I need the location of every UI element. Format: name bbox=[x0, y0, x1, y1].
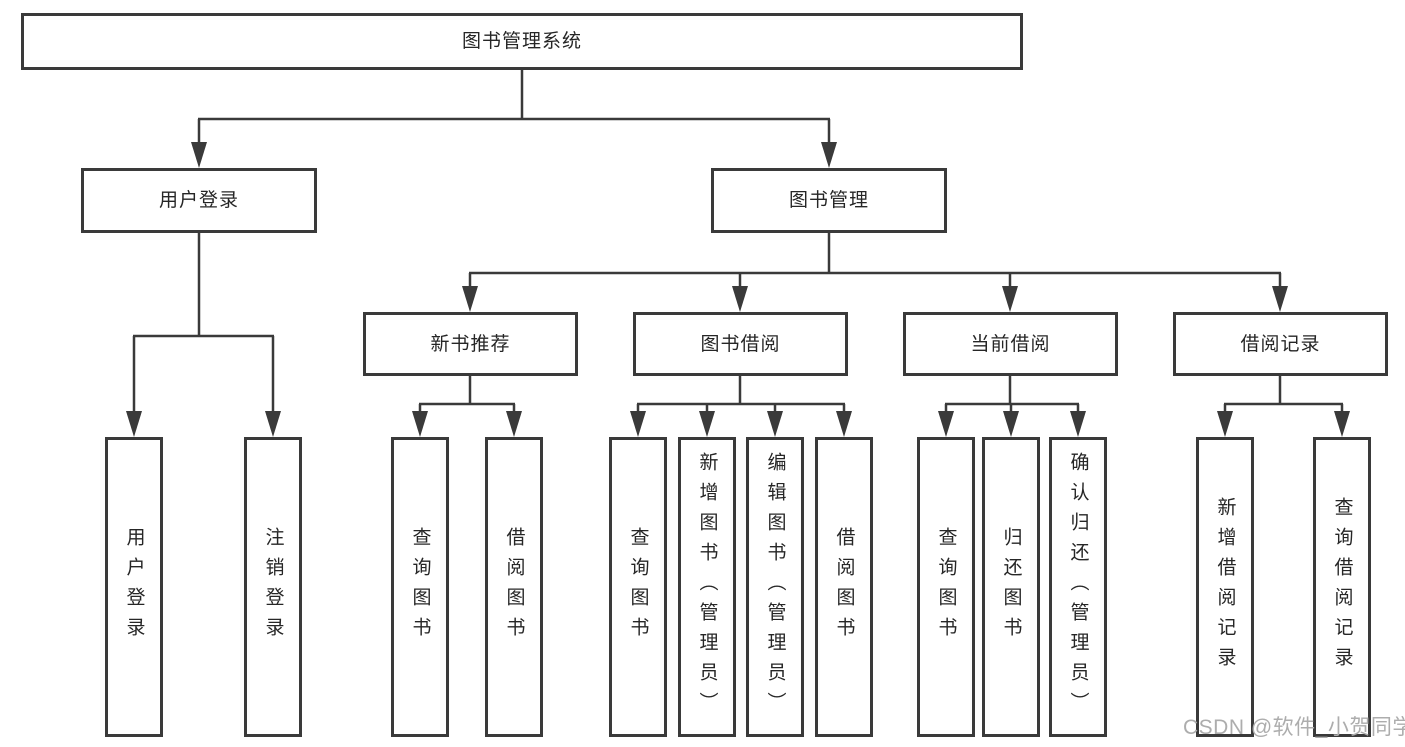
arrowhead bbox=[191, 142, 207, 168]
leaf-edit-books-admin: 编辑图书（管理员） bbox=[746, 437, 804, 737]
node-book-borrowing-label: 图书借阅 bbox=[700, 333, 781, 355]
arrowhead bbox=[1217, 411, 1233, 437]
node-new-book-recommend-label: 新书推荐 bbox=[430, 333, 511, 355]
leaf-borrow-books-recommend-label: 借阅图书 bbox=[503, 527, 525, 647]
connector-borrow-records-to-leaves bbox=[1223, 376, 1344, 413]
leaf-add-borrow-record-label: 新增借阅记录 bbox=[1214, 497, 1236, 677]
leaf-query-books-borrow: 查询图书 bbox=[609, 437, 667, 737]
node-borrowing-records: 借阅记录 bbox=[1173, 312, 1388, 376]
leaf-query-borrow-record: 查询借阅记录 bbox=[1313, 437, 1371, 737]
arrowhead bbox=[1003, 411, 1019, 437]
arrowhead bbox=[1002, 286, 1018, 312]
arrowhead bbox=[732, 286, 748, 312]
connector-root-to-level2 bbox=[197, 69, 831, 144]
leaf-query-books-recommend: 查询图书 bbox=[391, 437, 449, 737]
leaf-query-books-borrow-label: 查询图书 bbox=[627, 527, 649, 647]
arrowhead bbox=[836, 411, 852, 437]
leaf-confirm-return-admin-label: 确认归还（管理员） bbox=[1067, 452, 1089, 722]
leaf-user-login: 用户登录 bbox=[105, 437, 163, 737]
node-current-borrowing: 当前借阅 bbox=[903, 312, 1118, 376]
leaf-borrow-books-label: 借阅图书 bbox=[833, 527, 855, 647]
arrowhead bbox=[699, 411, 715, 437]
leaf-query-books-current: 查询图书 bbox=[917, 437, 975, 737]
arrowhead bbox=[767, 411, 783, 437]
leaf-query-borrow-record-label: 查询借阅记录 bbox=[1331, 497, 1353, 677]
node-user-login: 用户登录 bbox=[81, 168, 317, 233]
arrowhead bbox=[630, 411, 646, 437]
arrowhead bbox=[506, 411, 522, 437]
leaf-borrow-books-recommend: 借阅图书 bbox=[485, 437, 543, 737]
node-new-book-recommend: 新书推荐 bbox=[363, 312, 578, 376]
arrowhead bbox=[1334, 411, 1350, 437]
leaf-user-login-label: 用户登录 bbox=[123, 527, 145, 647]
leaf-query-books-current-label: 查询图书 bbox=[935, 527, 957, 647]
node-user-login-label: 用户登录 bbox=[158, 190, 239, 211]
leaf-edit-books-admin-label: 编辑图书（管理员） bbox=[764, 452, 786, 722]
leaf-query-books-recommend-label: 查询图书 bbox=[409, 527, 431, 647]
connector-user-login-to-leaves bbox=[132, 233, 275, 412]
leaf-borrow-books: 借阅图书 bbox=[815, 437, 873, 737]
leaf-return-books-label: 归还图书 bbox=[1000, 527, 1022, 647]
node-root-label: 图书管理系统 bbox=[461, 31, 582, 52]
connector-new-book-to-leaves bbox=[418, 376, 516, 413]
leaf-logout: 注销登录 bbox=[244, 437, 302, 737]
arrowhead bbox=[938, 411, 954, 437]
arrowhead bbox=[265, 411, 281, 437]
leaf-logout-label: 注销登录 bbox=[262, 527, 284, 647]
arrowhead bbox=[1070, 411, 1086, 437]
arrowhead bbox=[126, 411, 142, 437]
connector-current-borrow-to-leaves bbox=[944, 376, 1080, 413]
arrowhead bbox=[412, 411, 428, 437]
leaf-add-borrow-record: 新增借阅记录 bbox=[1196, 437, 1254, 737]
leaf-add-books-admin-label: 新增图书（管理员） bbox=[696, 452, 718, 722]
leaf-return-books: 归还图书 bbox=[982, 437, 1040, 737]
connector-book-mgmt-to-level3 bbox=[468, 233, 1282, 288]
arrowhead bbox=[1272, 286, 1288, 312]
csdn-watermark: CSDN @软件_小贺同学 bbox=[1183, 716, 1405, 739]
node-book-borrowing: 图书借阅 bbox=[633, 312, 848, 376]
leaf-add-books-admin: 新增图书（管理员） bbox=[678, 437, 736, 737]
connector-book-borrow-to-leaves bbox=[636, 376, 846, 413]
node-book-management-label: 图书管理 bbox=[788, 190, 869, 211]
node-root: 图书管理系统 bbox=[21, 13, 1023, 70]
node-borrowing-records-label: 借阅记录 bbox=[1240, 333, 1321, 355]
node-current-borrowing-label: 当前借阅 bbox=[970, 333, 1051, 355]
leaf-confirm-return-admin: 确认归还（管理员） bbox=[1049, 437, 1107, 737]
node-book-management: 图书管理 bbox=[711, 168, 947, 233]
arrowhead bbox=[462, 286, 478, 312]
arrowhead bbox=[821, 142, 837, 168]
